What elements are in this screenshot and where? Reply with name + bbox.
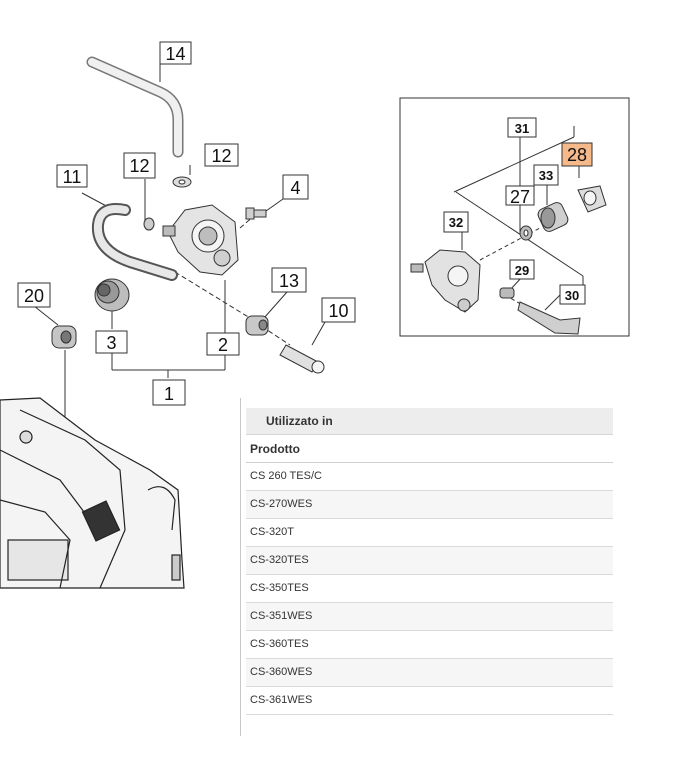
callout-13: 13 [279, 271, 299, 291]
header-divider [246, 462, 613, 463]
inset-callout-31: 31 [515, 121, 529, 136]
inset-callout-33: 33 [539, 168, 553, 183]
product-label: CS-350TES [250, 582, 309, 594]
product-row[interactable]: CS 260 TES/C [246, 463, 613, 491]
oil-pump-body [162, 204, 239, 276]
callout-14: 14 [165, 44, 185, 64]
highlighted-callout-28-box [561, 142, 593, 167]
callout-12-left: 12 [129, 156, 149, 176]
product-label: CS-361WES [250, 694, 313, 706]
inset-callout-27: 27 [510, 187, 530, 207]
product-row[interactable]: CS-351WES [246, 603, 613, 631]
hose-part [86, 56, 184, 158]
callout-3: 3 [106, 333, 116, 353]
grommet-part [51, 325, 77, 349]
used-in-title: Utilizzato in [266, 414, 333, 428]
callout-11: 11 [63, 167, 82, 187]
callout-1: 1 [164, 384, 174, 404]
inset-callout-32: 32 [449, 215, 463, 230]
product-list: CS 260 TES/C CS-270WES CS-320T CS-320TES… [246, 463, 613, 715]
product-label: CS 260 TES/C [250, 470, 322, 482]
inset-diagram: 31 33 32 29 30 27 28 [399, 97, 630, 337]
product-label: CS-320T [250, 526, 295, 538]
product-row[interactable]: CS-350TES [246, 575, 613, 603]
exploded-parts-diagram: 14 12 12 11 4 20 13 10 3 2 1 [0, 41, 630, 589]
pin-part [279, 344, 325, 374]
highlighted-callout-28: 28 [567, 145, 587, 165]
callout-10: 10 [328, 301, 348, 321]
screw-part [245, 207, 267, 220]
saw-housing [0, 397, 185, 589]
product-label: CS-360WES [250, 666, 313, 678]
panel-divider [240, 398, 241, 736]
product-row[interactable]: CS-270WES [246, 491, 613, 519]
used-in-panel: Utilizzato in Prodotto CS 260 TES/C CS-2… [240, 398, 614, 738]
nut-part [245, 315, 269, 336]
product-row[interactable]: CS-320TES [246, 547, 613, 575]
product-label: CS-351WES [250, 610, 313, 622]
product-row[interactable]: CS-361WES [246, 687, 613, 715]
product-label: CS-270WES [250, 498, 313, 510]
callout-2: 2 [218, 335, 228, 355]
used-in-header: Utilizzato in [246, 408, 613, 435]
small-washer-part [143, 217, 155, 231]
product-row[interactable]: CS-320T [246, 519, 613, 547]
product-row[interactable]: CS-360TES [246, 631, 613, 659]
product-row[interactable]: CS-360WES [246, 659, 613, 687]
inset-callout-29: 29 [515, 263, 529, 278]
product-label: CS-360TES [250, 638, 309, 650]
leader-lines [29, 64, 326, 433]
product-label: CS-320TES [250, 554, 309, 566]
inset-callout-30: 30 [565, 288, 579, 303]
spring-part [94, 278, 130, 312]
callout-4: 4 [290, 178, 300, 198]
callout-12-right: 12 [211, 146, 231, 166]
callout-20: 20 [24, 286, 44, 306]
product-column-header: Prodotto [250, 442, 300, 456]
